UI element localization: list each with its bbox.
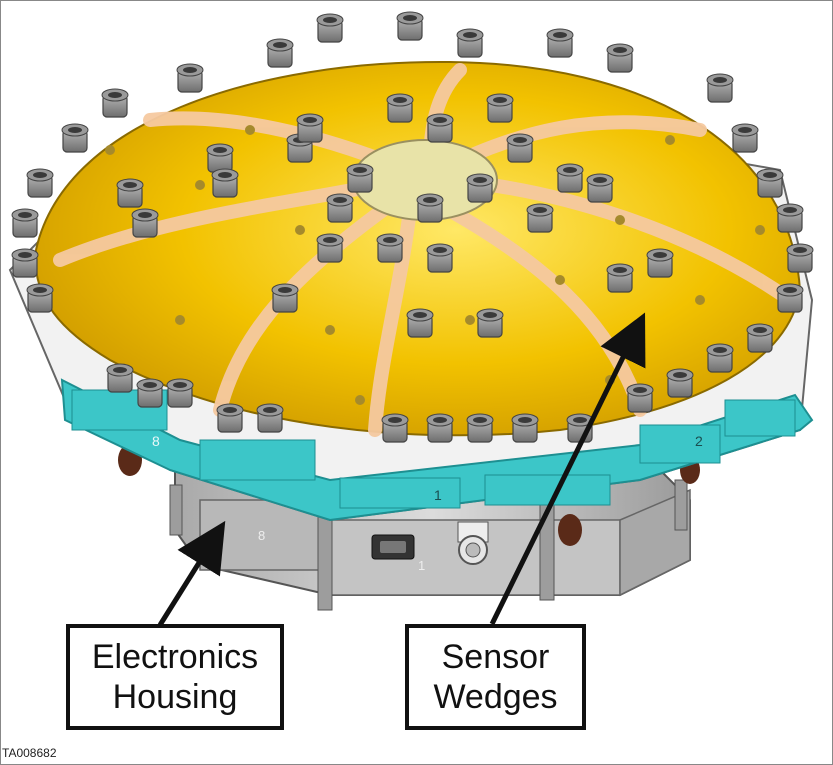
sensor-ports (11, 11, 814, 443)
sensor-port-icon (346, 163, 374, 193)
sensor-label-line1: Sensor (441, 638, 550, 676)
sensor-port-icon (376, 233, 404, 263)
sensor-port-icon (316, 13, 344, 43)
bolt-icon (355, 395, 365, 405)
sensor-port-icon (756, 168, 784, 198)
electronics-label-line1: Electronics (91, 638, 259, 676)
sensor-port-icon (526, 203, 554, 233)
sensor-port-icon (706, 343, 734, 373)
sensor-port-icon (256, 403, 284, 433)
sensor-port-icon (666, 368, 694, 398)
sensor-arrow (489, 312, 646, 626)
bolt-icon (245, 125, 255, 135)
sensor-port-icon (11, 248, 39, 278)
bolt-icon (555, 275, 565, 285)
sensor-port-icon (106, 363, 134, 393)
wedge-number: 1 (418, 558, 425, 573)
sensor-label-line2: Wedges (433, 678, 558, 716)
sensor-port-icon (271, 283, 299, 313)
bolt-icon (175, 315, 185, 325)
sensor-port-icon (506, 133, 534, 163)
wedge-number: 1 (434, 487, 442, 503)
sensor-port-icon (476, 308, 504, 338)
bolt-icon (615, 215, 625, 225)
sensor-port-icon (746, 323, 774, 353)
sensor-port-icon (166, 378, 194, 408)
sensor-port-icon (116, 178, 144, 208)
sensor-port-icon (776, 283, 804, 313)
sensor-port-icon (426, 243, 454, 273)
sensor-port-icon (131, 208, 159, 238)
connector-icon (371, 534, 415, 560)
bolt-icon (755, 225, 765, 235)
sensor-port-icon (646, 248, 674, 278)
sensor-port-icon (606, 43, 634, 73)
wedge-number: 8 (258, 528, 265, 543)
sensor-port-icon (296, 113, 324, 143)
sensor-port-icon (326, 193, 354, 223)
electronics-arrow (157, 520, 226, 627)
sensor-port-icon (216, 403, 244, 433)
bolt-icon (325, 325, 335, 335)
sensor-port-icon (606, 263, 634, 293)
bolt-icon (105, 145, 115, 155)
sensor-wedges-label: Sensor Wedges (405, 624, 586, 730)
electronics-label-line2: Housing (112, 678, 238, 716)
sensor-port-icon (416, 193, 444, 223)
sensor-port-icon (176, 63, 204, 93)
wedge-number: 8 (152, 433, 160, 449)
sensor-port-icon (381, 413, 409, 443)
sensor-port-icon (731, 123, 759, 153)
sensor-port-icon (511, 413, 539, 443)
sensor-port-icon (396, 11, 424, 41)
sensor-port-icon (546, 28, 574, 58)
sensor-port-icon (266, 38, 294, 68)
sensor-port-icon (706, 73, 734, 103)
bolt-icon (195, 180, 205, 190)
connector-icon (457, 521, 489, 565)
sensor-port-icon (456, 28, 484, 58)
sensor-port-icon (61, 123, 89, 153)
bolt-icon (465, 315, 475, 325)
sensor-port-icon (211, 168, 239, 198)
sensor-port-icon (26, 283, 54, 313)
sensor-port-icon (11, 208, 39, 238)
bolt-icon (695, 295, 705, 305)
bolt-icon (295, 225, 305, 235)
figure-code: TA008682 (2, 746, 57, 760)
sensor-port-icon (626, 383, 654, 413)
sensor-port-icon (26, 168, 54, 198)
sensor-port-icon (466, 173, 494, 203)
sensor-port-icon (426, 113, 454, 143)
sensor-port-icon (426, 413, 454, 443)
sensor-port-icon (486, 93, 514, 123)
sensor-port-icon (776, 203, 804, 233)
sensor-port-icon (406, 308, 434, 338)
sensor-port-icon (206, 143, 234, 173)
bolt-icon (665, 135, 675, 145)
sensor-port-icon (136, 378, 164, 408)
sensor-port-icon (316, 233, 344, 263)
bolts (105, 125, 765, 405)
sensor-port-icon (786, 243, 814, 273)
wedge-number: 2 (695, 433, 703, 449)
sensor-port-icon (556, 163, 584, 193)
electronics-housing-label: Electronics Housing (66, 624, 284, 730)
sensor-port-icon (101, 88, 129, 118)
sensor-port-icon (466, 413, 494, 443)
sensor-port-icon (586, 173, 614, 203)
sensor-port-icon (386, 93, 414, 123)
